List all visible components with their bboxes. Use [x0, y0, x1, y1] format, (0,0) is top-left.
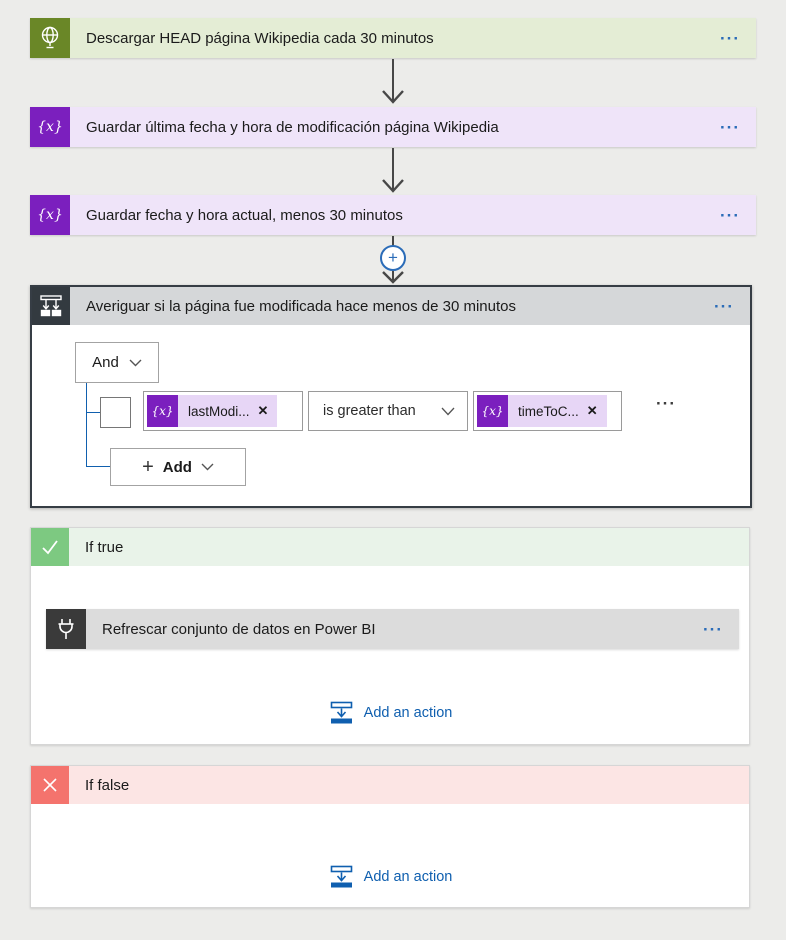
variable-icon: {x}: [147, 395, 178, 427]
add-action-icon: [330, 865, 352, 888]
condition-block: Averiguar si la página fue modificada ha…: [30, 285, 752, 508]
variable-glyph: {x}: [481, 404, 504, 418]
add-action-icon: [330, 701, 352, 724]
add-an-action-button[interactable]: Add an action: [31, 700, 749, 725]
condition-header[interactable]: Averiguar si la página fue modificada ha…: [32, 287, 750, 325]
chevron-down-icon: [129, 359, 142, 366]
action-title: Guardar última fecha y hora de modificac…: [86, 118, 499, 136]
if-false-branch: If false Add an action: [30, 765, 750, 908]
join-operator-dropdown[interactable]: And: [75, 342, 159, 383]
condition-right-operand-field[interactable]: {x} timeToC... ✕: [473, 391, 622, 431]
condition-editor: And {x} lastModi... ✕ is greater than: [32, 325, 750, 506]
trigger-card-http[interactable]: Descargar HEAD página Wikipedia cada 30 …: [30, 18, 756, 58]
add-condition-button[interactable]: + Add: [110, 448, 246, 486]
tree-connector-elbow: [86, 466, 110, 467]
action-title: Guardar fecha y hora actual, menos 30 mi…: [86, 206, 403, 224]
join-operator-value: And: [92, 354, 119, 371]
powerbi-action-title: Refrescar conjunto de datos en Power BI: [102, 620, 376, 638]
action-card-powerbi[interactable]: Refrescar conjunto de datos en Power BI …: [46, 609, 739, 649]
connector-arrow: [382, 148, 404, 193]
check-icon: [31, 528, 69, 566]
trigger-menu-button[interactable]: ···: [716, 30, 744, 47]
add-an-action-label: Add an action: [363, 704, 453, 721]
variable-glyph: {x}: [37, 207, 63, 223]
right-token[interactable]: {x} timeToC... ✕: [477, 395, 607, 427]
add-condition-label: Add: [162, 458, 192, 476]
comparison-operator-dropdown[interactable]: is greater than: [308, 391, 468, 431]
connector-arrow: [382, 59, 404, 104]
comparison-operator-value: is greater than: [323, 403, 416, 419]
variable-icon: {x}: [30, 195, 70, 235]
if-false-title: If false: [85, 776, 130, 794]
http-globe-icon: [30, 18, 70, 58]
variable-glyph: {x}: [37, 119, 63, 135]
if-true-branch: If true Refrescar conjunto de datos en P…: [30, 527, 750, 745]
trigger-title: Descargar HEAD página Wikipedia cada 30 …: [86, 29, 434, 47]
insert-step-button[interactable]: +: [380, 245, 406, 271]
cross-icon: [31, 766, 69, 804]
connector-plug-icon: [46, 609, 86, 649]
variable-glyph: {x}: [151, 404, 174, 418]
variable-icon: {x}: [477, 395, 508, 427]
remove-token-button[interactable]: ✕: [256, 403, 278, 419]
plus-icon: +: [142, 456, 154, 478]
variable-icon: {x}: [30, 107, 70, 147]
tree-connector-tick: [86, 412, 100, 413]
condition-row-checkbox[interactable]: [100, 397, 131, 428]
chevron-down-icon: [441, 407, 455, 415]
token-label: lastModi...: [188, 403, 250, 419]
token-label: timeToC...: [518, 403, 579, 419]
if-true-title: If true: [85, 538, 124, 556]
condition-row-more-button[interactable]: ···: [652, 395, 680, 412]
add-an-action-button[interactable]: Add an action: [31, 864, 749, 889]
connector-arrowhead: [382, 271, 404, 284]
condition-menu-button[interactable]: ···: [710, 298, 738, 315]
action-menu-button[interactable]: ···: [716, 119, 744, 136]
if-true-header[interactable]: If true: [31, 528, 749, 566]
if-false-header[interactable]: If false: [31, 766, 749, 804]
remove-token-button[interactable]: ✕: [585, 403, 607, 419]
action-menu-button[interactable]: ···: [716, 207, 744, 224]
condition-left-operand-field[interactable]: {x} lastModi... ✕: [143, 391, 303, 431]
action-card-set-variable-2[interactable]: {x} Guardar fecha y hora actual, menos 3…: [30, 195, 756, 235]
condition-icon: [32, 287, 70, 325]
chevron-down-icon: [201, 463, 214, 471]
left-token[interactable]: {x} lastModi... ✕: [147, 395, 278, 427]
powerbi-menu-button[interactable]: ···: [699, 621, 727, 638]
add-an-action-label: Add an action: [363, 868, 453, 885]
condition-title: Averiguar si la página fue modificada ha…: [86, 297, 516, 315]
action-card-set-variable-1[interactable]: {x} Guardar última fecha y hora de modif…: [30, 107, 756, 147]
tree-connector-vertical: [86, 383, 87, 467]
